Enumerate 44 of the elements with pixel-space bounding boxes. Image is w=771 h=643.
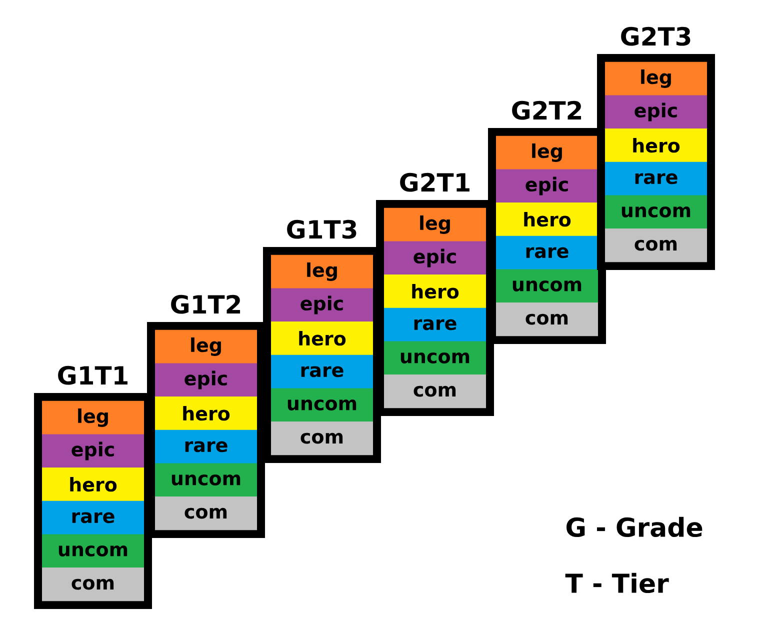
tier-band: leg xyxy=(496,136,598,170)
tier-band: hero xyxy=(605,128,707,162)
tier-band: com xyxy=(605,228,707,262)
tier-band: uncom xyxy=(605,195,707,229)
tier-band: com xyxy=(155,496,257,530)
tier-band: com xyxy=(384,374,486,408)
tier-band: epic xyxy=(271,288,373,322)
tier-band: epic xyxy=(384,241,486,275)
tier-band: epic xyxy=(496,169,598,203)
legend-text: T - Tier xyxy=(565,572,669,594)
tier-band: epic xyxy=(42,434,144,468)
tier-band: leg xyxy=(384,208,486,242)
tier-band: uncom xyxy=(496,269,598,303)
tier-band: hero xyxy=(384,274,486,308)
column-title: G1T1 xyxy=(58,366,128,385)
tier-band: epic xyxy=(155,363,257,397)
tier-band: leg xyxy=(42,400,144,434)
tier-band: leg xyxy=(605,62,707,96)
tier-band: uncom xyxy=(155,463,257,497)
tier-band: rare xyxy=(42,500,144,534)
tier-band: rare xyxy=(155,430,257,464)
tier-band: rare xyxy=(496,236,598,270)
tier-band: rare xyxy=(271,354,373,388)
tier-band: leg xyxy=(155,330,257,364)
tier-band: uncom xyxy=(42,534,144,568)
column-title: G1T2 xyxy=(171,294,240,314)
tier-band: com xyxy=(42,568,144,602)
tier-band: hero xyxy=(496,202,598,236)
legend-text: G - Grade xyxy=(566,516,702,538)
column-title: G1T3 xyxy=(287,220,356,239)
tier-band: hero xyxy=(271,322,373,356)
tier-band: com xyxy=(271,422,373,456)
column-title: G2T2 xyxy=(512,100,582,120)
tier-band: uncom xyxy=(271,388,373,422)
column-title: G2T1 xyxy=(400,172,470,192)
tier-band: rare xyxy=(384,308,486,342)
tier-band: hero xyxy=(42,468,144,502)
tier-band: leg xyxy=(271,254,373,288)
tier-band: rare xyxy=(605,162,707,196)
tier-band: uncom xyxy=(384,341,486,375)
column-title: G2T3 xyxy=(621,26,690,46)
tier-band: epic xyxy=(605,95,707,129)
tier-band: com xyxy=(496,302,598,336)
tier-band: hero xyxy=(155,396,257,430)
